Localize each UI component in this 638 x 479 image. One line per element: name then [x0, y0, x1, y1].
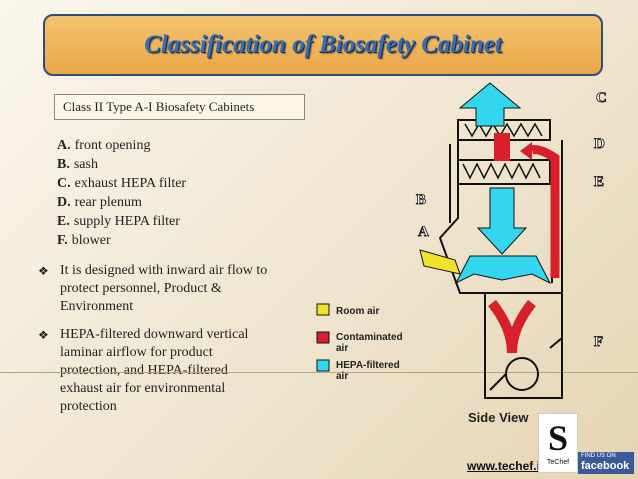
label-e: E: [594, 174, 604, 190]
part-letter: B.: [57, 157, 70, 172]
side-view-caption: Side View: [468, 410, 529, 425]
legend-room-air: Room air: [336, 306, 379, 317]
legend-swatch-contaminated: [316, 331, 330, 344]
part-text: blower: [71, 233, 111, 248]
contaminated-arrowhead: [520, 142, 532, 160]
blower-icon: [505, 357, 539, 391]
logo-text: TeChef: [547, 459, 569, 466]
legend-contaminated-line: Contaminated: [336, 332, 403, 343]
parts-list: A.front opening B.sash C.exhaust HEPA fi…: [57, 136, 186, 250]
part-item: B.sash: [57, 155, 186, 174]
part-text: rear plenum: [74, 195, 142, 210]
website-link[interactable]: www.techef.in: [467, 459, 548, 473]
legend-swatch-hepa: [316, 359, 330, 372]
hepa-exhaust-arrow: [458, 82, 522, 127]
facebook-badge-text: facebook: [581, 460, 630, 472]
hepa-work-zone: [454, 255, 552, 285]
part-text: sash: [73, 157, 98, 172]
part-text: front opening: [74, 138, 151, 153]
diamond-bullet-icon: ❖: [38, 264, 49, 278]
part-item: C.exhaust HEPA filter: [57, 174, 186, 193]
part-letter: E.: [57, 214, 70, 229]
bullet-text: It is designed with inward air flow to p…: [60, 263, 268, 314]
bullet-item: ❖ It is designed with inward air flow to…: [38, 262, 273, 316]
part-item: E.supply HEPA filter: [57, 212, 186, 231]
bullet-list: ❖ It is designed with inward air flow to…: [38, 262, 273, 426]
part-letter: D.: [57, 195, 71, 210]
facebook-badge[interactable]: FIND US ON facebook: [578, 452, 634, 474]
subtitle: Class II Type A-I Biosafety Cabinets: [63, 99, 255, 114]
label-b: B: [416, 192, 426, 208]
part-item: A.front opening: [57, 136, 186, 155]
room-air-inflow: [419, 249, 461, 275]
slide-title: Classification of Biosafety Cabinet: [144, 31, 502, 58]
bullet-text: HEPA-filtered downward vertical laminar …: [60, 327, 249, 414]
label-f: F: [594, 334, 603, 350]
contaminated-lower-flow: [488, 299, 536, 354]
part-letter: C.: [57, 176, 71, 191]
divider-line: [0, 372, 638, 373]
label-d: D: [594, 136, 605, 152]
subtitle-box: Class II Type A-I Biosafety Cabinets: [54, 94, 305, 120]
logo-letter: S: [548, 418, 568, 458]
facebook-badge-small: FIND US ON: [581, 453, 616, 459]
label-a: A: [418, 224, 429, 240]
part-letter: F.: [57, 233, 68, 248]
bullet-item: ❖ HEPA-filtered downward vertical lamina…: [38, 326, 273, 416]
supply-filter: [462, 162, 541, 180]
blower-outlet: [489, 373, 507, 391]
hepa-down-arrow: [476, 187, 528, 255]
lower-cabinet: [484, 293, 563, 399]
title-banner: Classification of Biosafety Cabinet: [43, 14, 603, 76]
part-text: exhaust HEPA filter: [74, 176, 187, 191]
diamond-bullet-icon: ❖: [38, 328, 49, 342]
part-item: D.rear plenum: [57, 193, 186, 212]
legend-contaminated-line: air: [336, 343, 348, 354]
logo-graphic: S TeChef: [547, 418, 569, 466]
part-letter: A.: [57, 138, 71, 153]
contaminated-plenum-flow: [530, 145, 560, 278]
contaminated-center-flow: [494, 133, 510, 161]
legend-hepa-line: air: [336, 371, 348, 382]
part-text: supply HEPA filter: [73, 214, 180, 229]
legend-hepa-line: HEPA-filtered: [336, 360, 400, 371]
part-item: F.blower: [57, 231, 186, 250]
techef-logo: S TeChef: [538, 413, 578, 473]
label-c: C: [596, 90, 607, 106]
legend-swatch-room-air: [316, 303, 330, 316]
